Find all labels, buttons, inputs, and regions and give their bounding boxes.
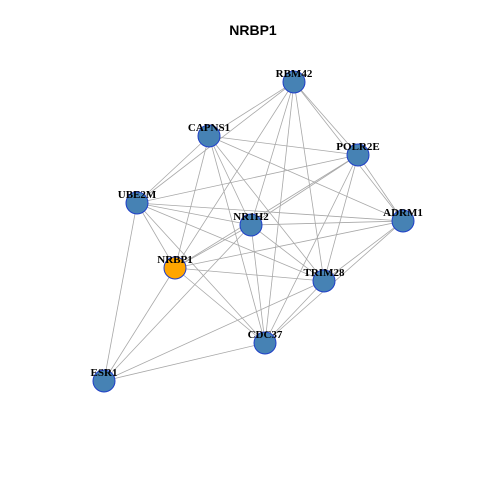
node-circle-trim28 <box>312 269 336 293</box>
edge-ube2m-cdc37 <box>136 202 266 344</box>
node-capns1: CAPNS1 <box>188 122 230 148</box>
edge-adrm1-nrbp1 <box>174 220 404 269</box>
edge-nr1h2-adrm1 <box>250 220 404 226</box>
edge-trim28-esr1 <box>103 280 325 382</box>
edge-rbm42-capns1 <box>208 81 295 137</box>
node-label-nrbp1: NRBP1 <box>157 254 192 266</box>
node-label-polr2e: POLR2E <box>336 141 379 153</box>
edge-ube2m-adrm1 <box>136 202 404 222</box>
node-adrm1: ADRM1 <box>383 207 423 233</box>
edge-rbm42-nr1h2 <box>250 81 295 226</box>
node-circle-nrbp1 <box>163 256 187 280</box>
edge-layer <box>103 81 404 382</box>
node-label-esr1: ESR1 <box>91 367 118 379</box>
edge-ube2m-nrbp1 <box>136 202 176 269</box>
node-label-capns1: CAPNS1 <box>188 122 230 134</box>
node-circle-cdc37 <box>253 331 277 355</box>
edge-capns1-ube2m <box>136 135 210 204</box>
edge-polr2e-adrm1 <box>357 154 404 222</box>
edge-nr1h2-esr1 <box>103 224 252 382</box>
node-cdc37: CDC37 <box>248 329 283 355</box>
node-polr2e: POLR2E <box>336 141 380 167</box>
edge-nr1h2-cdc37 <box>250 224 266 344</box>
edge-capns1-trim28 <box>208 135 325 282</box>
node-label-trim28: TRIM28 <box>304 267 345 279</box>
node-rbm42: RBM42 <box>276 68 313 94</box>
node-trim28: TRIM28 <box>304 267 345 293</box>
node-circle-rbm42 <box>282 70 306 94</box>
node-label-nr1h2: NR1H2 <box>233 211 269 223</box>
node-circle-capns1 <box>197 124 221 148</box>
edge-nr1h2-nrbp1 <box>174 224 252 269</box>
edge-capns1-nrbp1 <box>174 135 210 269</box>
node-label-cdc37: CDC37 <box>248 329 283 341</box>
edge-rbm42-nrbp1 <box>174 81 295 269</box>
edge-capns1-adrm1 <box>208 135 404 222</box>
edge-polr2e-nr1h2 <box>250 154 359 226</box>
node-esr1: ESR1 <box>91 367 118 393</box>
edge-ube2m-trim28 <box>136 202 325 282</box>
node-circle-esr1 <box>92 369 116 393</box>
edge-ube2m-esr1 <box>103 202 138 382</box>
node-nr1h2: NR1H2 <box>233 211 269 237</box>
node-ube2m: UBE2M <box>118 189 157 215</box>
edge-cdc37-esr1 <box>103 342 266 382</box>
edge-nrbp1-esr1 <box>103 267 176 382</box>
node-label-adrm1: ADRM1 <box>383 207 423 219</box>
edge-adrm1-trim28 <box>323 220 404 282</box>
edge-nr1h2-trim28 <box>250 224 325 282</box>
node-label-rbm42: RBM42 <box>276 68 313 80</box>
edge-capns1-polr2e <box>208 135 359 156</box>
edge-trim28-cdc37 <box>264 280 325 344</box>
edge-ube2m-nr1h2 <box>136 202 252 226</box>
edge-rbm42-trim28 <box>293 81 325 282</box>
node-circle-nr1h2 <box>239 213 263 237</box>
edge-nrbp1-trim28 <box>174 267 325 282</box>
edge-rbm42-polr2e <box>293 81 359 156</box>
graph-title: NRBP1 <box>229 22 277 38</box>
edge-polr2e-trim28 <box>323 154 359 282</box>
node-circle-adrm1 <box>391 209 415 233</box>
edge-nrbp1-cdc37 <box>174 267 266 344</box>
edge-polr2e-ube2m <box>136 154 359 204</box>
edge-polr2e-cdc37 <box>264 154 359 344</box>
node-circle-ube2m <box>125 191 149 215</box>
node-nrbp1: NRBP1 <box>157 254 193 280</box>
node-circle-polr2e <box>346 143 370 167</box>
node-label-ube2m: UBE2M <box>118 189 157 201</box>
